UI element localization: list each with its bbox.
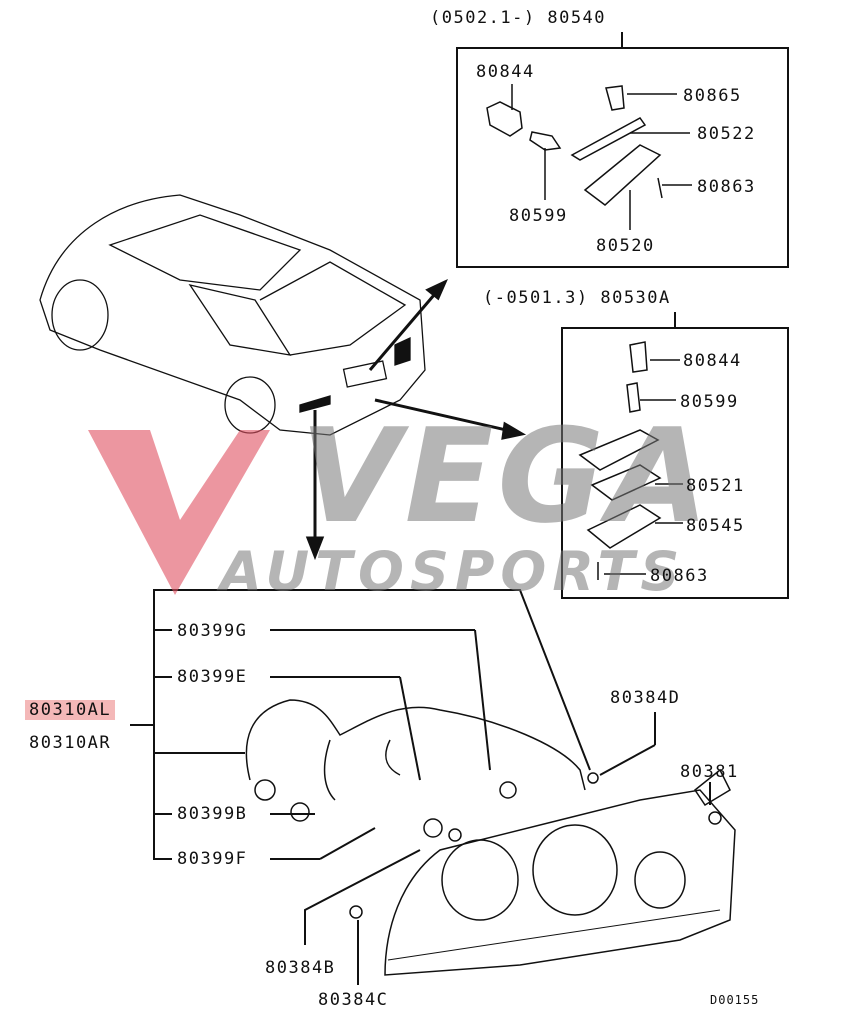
part-label[interactable]: 80384D bbox=[610, 688, 681, 708]
part-label[interactable]: 80399F bbox=[177, 849, 248, 869]
part-label[interactable]: 80399E bbox=[177, 667, 248, 687]
part-label[interactable]: 80863 bbox=[650, 566, 709, 586]
assembly-label-highlighted[interactable]: 80310AL bbox=[25, 700, 116, 720]
part-label[interactable]: 80384C bbox=[318, 990, 389, 1010]
car-illustration bbox=[39, 194, 426, 436]
part-label[interactable]: 80844 bbox=[683, 351, 742, 371]
part-label[interactable]: 80599 bbox=[509, 206, 568, 226]
assembly-label[interactable]: 80310AR bbox=[29, 733, 112, 753]
part-label[interactable]: 80521 bbox=[686, 476, 745, 496]
part-label[interactable]: 80399G bbox=[177, 621, 248, 641]
part-label[interactable]: 80399B bbox=[177, 804, 248, 824]
diagram-code: D00155 bbox=[710, 993, 760, 1007]
part-label[interactable]: 80381 bbox=[680, 762, 739, 782]
part-label[interactable]: 80545 bbox=[686, 516, 745, 536]
part-label[interactable]: 80863 bbox=[697, 177, 756, 197]
watermark-sub: AUTOSPORTS bbox=[220, 540, 686, 603]
part-label[interactable]: 80599 bbox=[680, 392, 739, 412]
part-label[interactable]: 80522 bbox=[697, 124, 756, 144]
part-label[interactable]: 80865 bbox=[683, 86, 742, 106]
inset-mid-title: (-0501.3) 80530A bbox=[483, 288, 671, 308]
part-label[interactable]: 80844 bbox=[476, 62, 535, 82]
tail-lamp-illustration bbox=[245, 699, 736, 976]
watermark-brand: VEGA bbox=[300, 400, 713, 552]
part-label[interactable]: 80384B bbox=[265, 958, 336, 978]
part-label[interactable]: 80520 bbox=[596, 236, 655, 256]
callout-arrows bbox=[305, 278, 527, 561]
inset-top-title: (0502.1-) 80540 bbox=[430, 8, 607, 28]
